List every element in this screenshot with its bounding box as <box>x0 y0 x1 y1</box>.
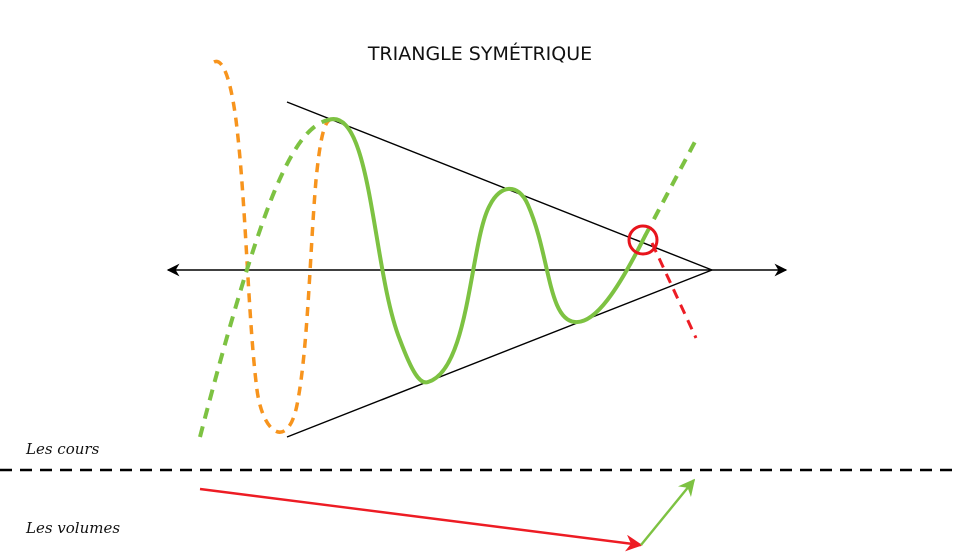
volume-rise-arrow <box>640 478 696 546</box>
volumes-label: Les volumes <box>25 519 120 537</box>
false-breakout-dashed-red <box>650 242 698 339</box>
breakout-point-marker <box>627 224 659 256</box>
upper-trendline <box>286 101 713 271</box>
breakout-dashed-green <box>643 137 699 237</box>
volume-decline-arrow <box>199 487 643 552</box>
price-oscillation-solid-green <box>326 117 647 385</box>
diagram-title: TRIANGLE SYMÉTRIQUE <box>367 42 592 65</box>
entry-move-dashed-green <box>198 118 329 438</box>
lower-trendline <box>286 269 713 438</box>
prior-move-dashed-orange <box>213 59 331 434</box>
prices-label: Les cours <box>25 440 100 458</box>
